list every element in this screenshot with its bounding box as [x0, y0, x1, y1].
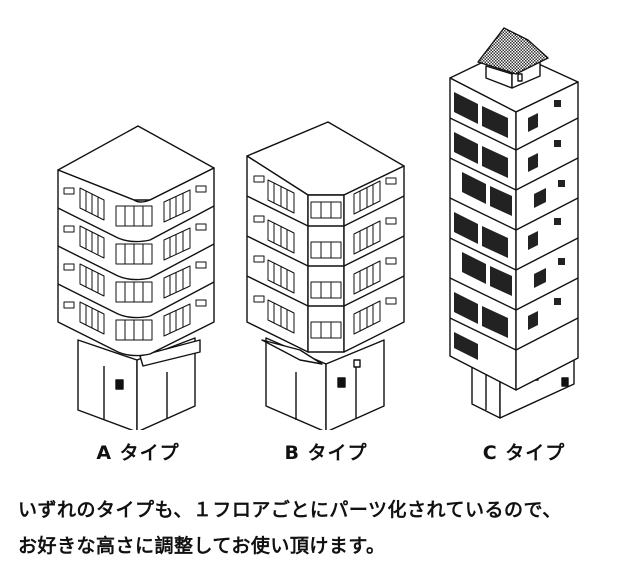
label-type-a: A タイプ — [96, 442, 180, 464]
label-type-b: B タイプ — [284, 442, 368, 464]
building-illustrations — [57, 27, 579, 430]
label-type-c: C タイプ — [482, 442, 566, 464]
building-a-illustration — [57, 125, 215, 430]
building-b-illustration — [246, 121, 405, 430]
building-c-illustration — [449, 27, 579, 419]
caption-line-1: いずれのタイプも、１フロアごとにパーツ化されているので、 — [18, 499, 562, 521]
caption: いずれのタイプも、１フロアごとにパーツ化されているので、 お好きな高さに調整して… — [18, 492, 628, 564]
caption-line-2: お好きな高さに調整してお使い頂けます。 — [18, 535, 386, 557]
